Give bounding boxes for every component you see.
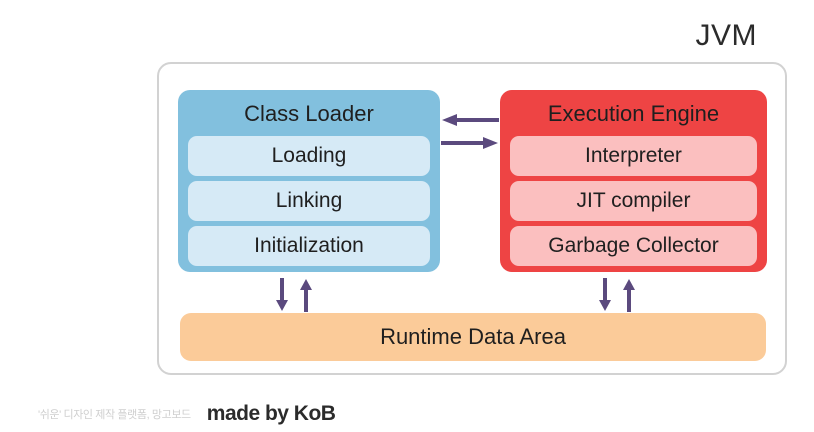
watermark-text: '쉬운' 디자인 제작 플랫폼, 망고보드 [38, 409, 191, 421]
execution-engine-block: Execution Engine Interpreter JIT compile… [500, 90, 767, 272]
arrow-down-icon [599, 278, 611, 311]
arrow-up-icon [623, 279, 635, 312]
class-loader-item-initialization: Initialization [188, 226, 430, 266]
class-loader-title: Class Loader [244, 101, 374, 126]
arrow-up-icon [300, 279, 312, 312]
arrow-left-icon [442, 114, 499, 126]
class-loader-item-linking: Linking [188, 181, 430, 221]
execution-engine-title: Execution Engine [547, 101, 720, 126]
arrow-down-icon [276, 278, 288, 311]
class-loader-block: Class Loader Loading Linking Initializat… [178, 90, 440, 272]
runtime-data-area-block: Runtime Data Area [180, 313, 766, 361]
runtime-data-area-label: Runtime Data Area [380, 324, 566, 349]
credit-text: made by KoB [206, 402, 336, 425]
arrow-right-icon [441, 137, 498, 149]
execution-engine-item-interpreter: Interpreter [510, 136, 757, 176]
page-title: JVM [695, 19, 757, 52]
footer: '쉬운' 디자인 제작 플랫폼, 망고보드 made by KoB [0, 396, 814, 432]
class-loader-item-loading: Loading [188, 136, 430, 176]
execution-engine-item-garbage-collector: Garbage Collector [510, 226, 757, 266]
execution-engine-item-jit-compiler: JIT compiler [510, 181, 757, 221]
